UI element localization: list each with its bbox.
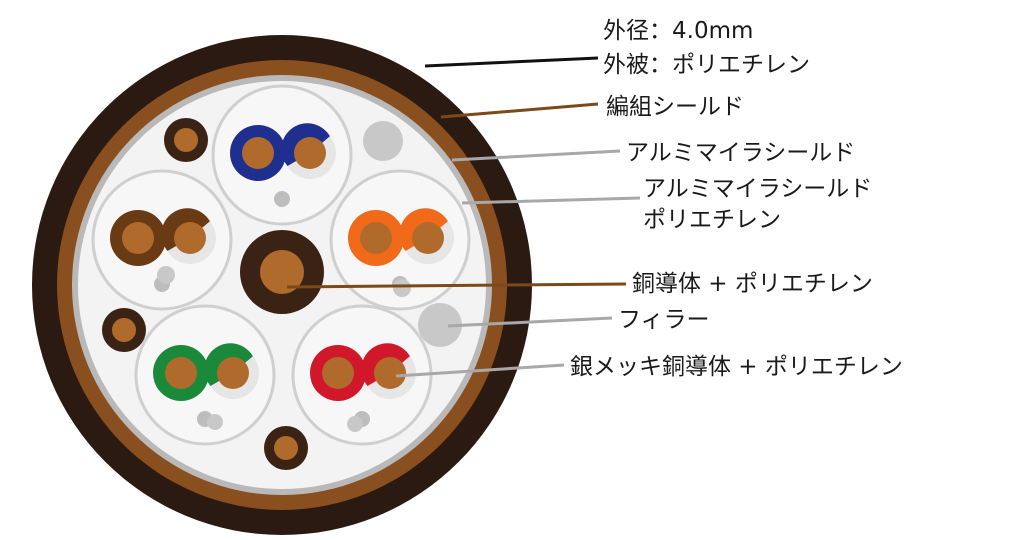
conductor-right — [374, 357, 406, 389]
filler-1 — [363, 121, 403, 161]
conductor-right — [174, 222, 206, 254]
shielded-pair-brown — [91, 169, 233, 311]
drain-conductor-1 — [174, 128, 198, 152]
leader-line-center-conductor — [286, 282, 627, 289]
shielded-pair-blue — [211, 84, 353, 226]
drain-conductor-2 — [112, 318, 136, 342]
leader-lines — [286, 56, 641, 378]
shielded-pair-green — [134, 304, 276, 446]
leader-line-signal-conductor — [395, 363, 565, 378]
shielded-pair-red — [291, 304, 433, 446]
label-foil-shield-overall: アルミマイラシールド — [626, 140, 855, 166]
filler-2 — [418, 303, 462, 347]
label-center-conductor: 銅導体 + ポリエチレン — [632, 271, 873, 297]
conductor-right — [217, 357, 249, 389]
conductor-right — [294, 137, 326, 169]
shielded-pairs — [91, 84, 471, 446]
conductor-left — [165, 357, 197, 389]
label-signal-conductor: 銀メッキ銅導体 + ポリエチレン — [570, 354, 903, 380]
conductor-left — [360, 222, 392, 254]
shielded-pair-orange — [329, 169, 471, 311]
label-foil-shield-pair: アルミマイラシールド — [643, 176, 872, 202]
filler-and-drain-elements — [102, 118, 462, 470]
conductor-left — [122, 222, 154, 254]
conductor-left — [322, 357, 354, 389]
leader-line-foil-pair — [461, 196, 641, 205]
label-outer-diameter: 外径：4.0mm — [603, 18, 753, 44]
labels: 外径：4.0mm 外被：ポリエチレン 編組シールド アルミマイラシールド アルミ… — [570, 18, 903, 380]
label-braid-shield: 編組シールド — [606, 94, 744, 120]
label-filler: フィラー — [618, 307, 710, 333]
leader-line-filler — [447, 316, 613, 328]
label-pair-insulation: ポリエチレン — [643, 207, 781, 233]
pair-drain-dot — [274, 191, 290, 207]
leader-line-braid — [440, 102, 599, 119]
filler-3 — [157, 266, 175, 284]
filler-4 — [393, 279, 411, 297]
filler-6 — [347, 416, 363, 432]
center-conductor — [260, 250, 304, 294]
conductor-right — [412, 222, 444, 254]
drain-conductor-3 — [274, 436, 298, 460]
filler-5 — [207, 414, 223, 430]
label-jacket: 外被：ポリエチレン — [603, 52, 810, 78]
leader-line-foil-overall — [451, 149, 621, 162]
conductor-left — [242, 137, 274, 169]
leader-line-jacket — [424, 56, 599, 68]
